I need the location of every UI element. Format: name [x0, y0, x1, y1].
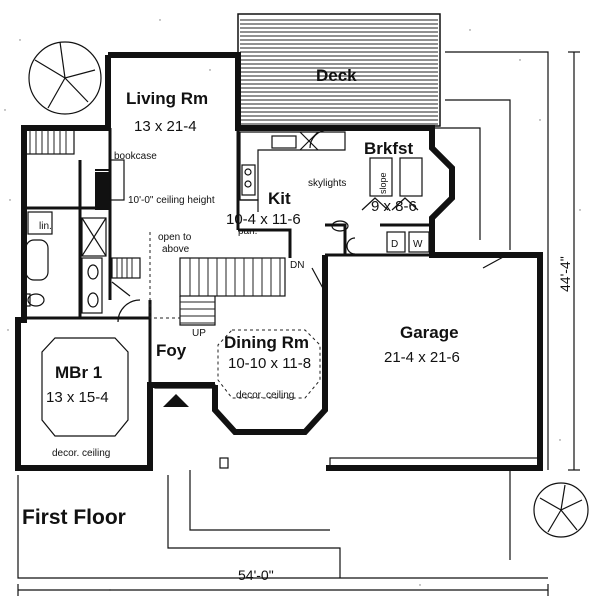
ceiling-height-note: 10'-0" ceiling height — [128, 195, 215, 206]
breakfast-table — [361, 157, 423, 211]
kitchen-counters — [239, 131, 346, 212]
exterior-walls — [15, 52, 543, 471]
washer-label: W — [413, 239, 423, 250]
slope-note: slope — [378, 172, 388, 194]
garage-size: 21-4 x 21-6 — [384, 349, 460, 366]
dimension-width — [17, 584, 549, 596]
laundry — [346, 231, 430, 255]
dn-note: DN — [290, 260, 304, 271]
foy-name: Foy — [156, 341, 187, 360]
dining-name: Dining Rm — [224, 333, 309, 352]
open-to-above-area — [149, 232, 180, 319]
plan-title: First Floor — [22, 506, 126, 529]
dining-decor-ceiling-note: decor. ceiling — [236, 390, 294, 401]
mbr-name: MBr 1 — [55, 363, 102, 382]
mbr-size: 13 x 15-4 — [46, 389, 109, 406]
deck — [237, 13, 441, 127]
brkfst-size: 9 x 8-6 — [371, 198, 417, 215]
kit-size: 10-4 x 11-6 — [226, 211, 301, 228]
bookcase-note: bookcase — [114, 151, 157, 162]
master-bath-fixtures — [25, 211, 107, 314]
kit-name: Kit — [268, 189, 291, 208]
up-note: UP — [192, 328, 206, 339]
dining-size: 10-10 x 11-8 — [228, 355, 311, 372]
open-to-note: open to — [158, 232, 192, 243]
dining-decor-ceiling-outline — [217, 329, 321, 399]
doors — [111, 129, 541, 469]
skylights-note: skylights — [308, 178, 346, 189]
garage-name: Garage — [400, 323, 459, 342]
mbr-decor-ceiling-outline — [41, 337, 129, 437]
above-note: above — [162, 244, 190, 255]
living-room-name: Living Rm — [126, 89, 208, 108]
brkfst-name: Brkfst — [364, 139, 413, 158]
mbr-decor-ceiling-note: decor. ceiling — [52, 448, 110, 459]
depth-dimension-label: 44'-4" — [557, 256, 573, 292]
tree-icon-bottom-right — [533, 482, 589, 538]
lin-note: lin. — [39, 221, 52, 232]
tree-icon-top-left — [28, 41, 102, 115]
stairs — [111, 257, 286, 326]
bookcase — [23, 129, 125, 210]
dimension-depth — [568, 51, 580, 471]
site-lines — [17, 51, 549, 579]
deck-label: Deck — [316, 66, 357, 85]
powder-room — [331, 220, 349, 232]
dryer-label: D — [391, 239, 398, 250]
living-room-size: 13 x 21-4 — [134, 118, 197, 135]
pan-note: pan. — [238, 226, 257, 237]
width-dimension-label: 54'-0" — [238, 567, 274, 583]
